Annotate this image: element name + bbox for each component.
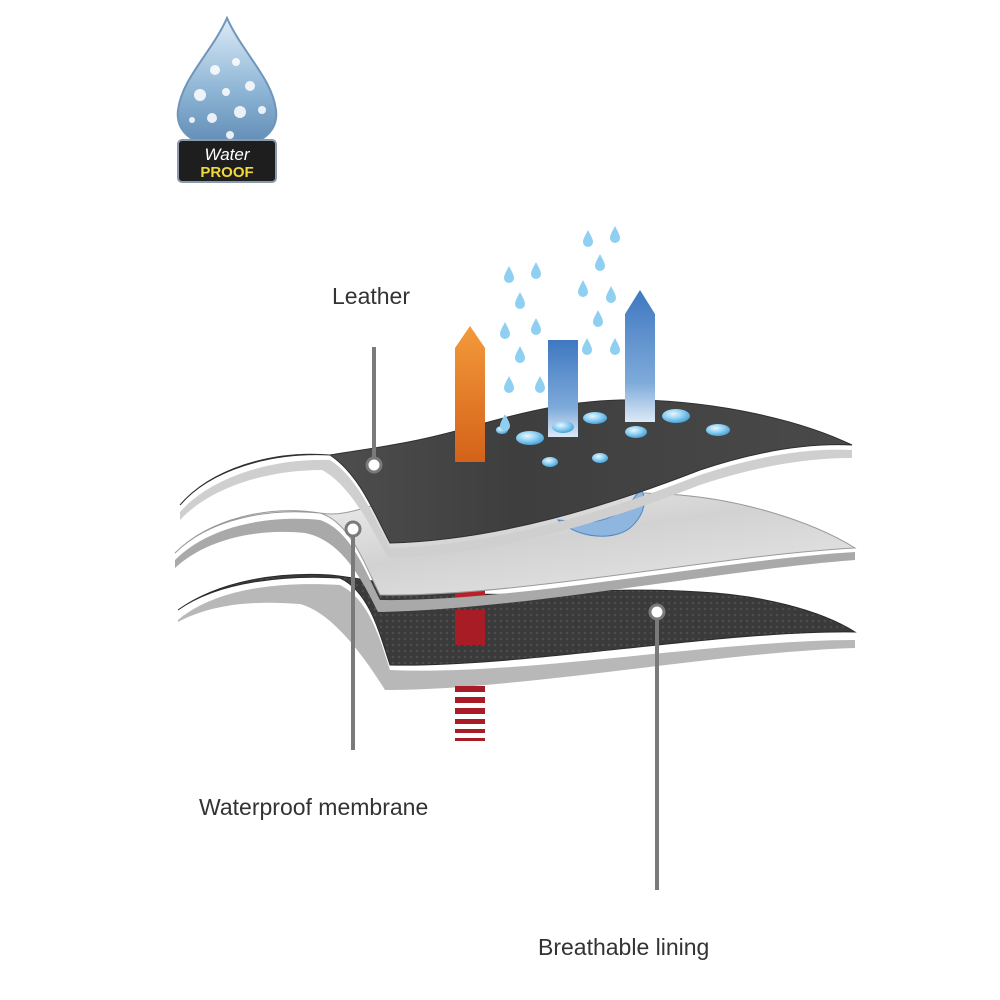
pointer-leather [365,347,383,474]
logo-text-proof: PROOF [200,164,253,181]
water-arrows [548,290,655,437]
drop-bubbles-icon [189,58,266,139]
falling-droplets [500,226,620,431]
leather-layer [179,399,853,558]
waterproof-logo: Water PROOF [176,15,278,183]
pointer-lining [648,603,666,890]
lining-layer [177,573,857,690]
logo-text-water: Water [204,145,250,164]
water-drop-icon [176,15,278,150]
label-leather: Leather [332,283,411,309]
pointer-membrane [344,520,362,750]
label-breathable-lining: Breathable lining [538,934,710,960]
logo-badge [177,139,277,183]
label-waterproof-membrane: Waterproof membrane [199,794,429,820]
vapor-arrow [455,326,485,462]
